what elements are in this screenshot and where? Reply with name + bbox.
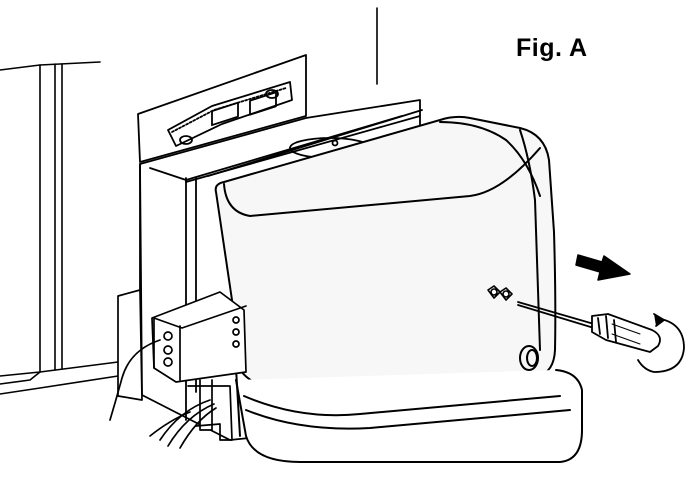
electrical-connector — [109, 289, 247, 449]
cover-screws — [487, 285, 513, 301]
boiler-wall — [0, 7, 378, 395]
screwdriver-icon — [517, 301, 661, 353]
burner-cover — [214, 115, 583, 463]
rotate-counterclockwise-icon — [637, 313, 685, 373]
arrow-right-icon — [575, 254, 631, 281]
figure-label: Fig. A — [516, 34, 588, 62]
mounting-plate — [137, 54, 307, 163]
